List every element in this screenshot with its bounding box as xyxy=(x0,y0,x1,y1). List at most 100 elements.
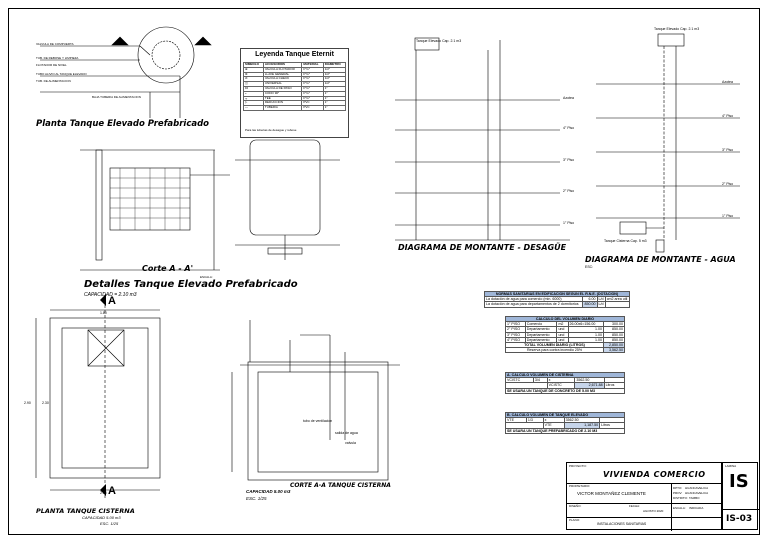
details-capacity: CAPACIDAD = 2.10 m3 xyxy=(84,292,137,298)
sheet-code: IS xyxy=(729,471,749,492)
drain-floor-label: 3° Piso xyxy=(563,158,575,162)
cistern-dim: 2.10 xyxy=(100,491,107,495)
volume-reserve: 3,562.50 xyxy=(603,347,625,354)
drain-floor-label: 1° Piso xyxy=(563,221,575,225)
tb-label: PROV: xyxy=(673,491,683,495)
section-tank-elevation xyxy=(235,139,340,260)
cistern-calc-header: A. CALCULO VOLUMEN DE CISTERNA xyxy=(505,371,625,379)
drawing-sheet xyxy=(8,8,760,535)
cistern-section-label: valvula xyxy=(345,441,356,445)
cistern-section-label: tubo de ventilacion xyxy=(303,419,333,423)
plan-note: BAJA TUBERIA DE ALIMENTACION xyxy=(92,95,141,99)
cistern-conclusion: SE USARA UN TANQUE DE CONCRETO DE 5.00 M… xyxy=(505,387,625,394)
plan-note: TUB. DE REBOSE Y LIMPIEZA xyxy=(36,56,79,60)
title-block: PROYECTO: VIVIENDA COMERCIO PROPIETARIO:… xyxy=(566,462,723,531)
water-riser-drawing xyxy=(596,33,740,253)
norms-header: NORMAS SANITARIAS EN EDIFICACION SEGUN E… xyxy=(484,290,630,298)
tb-label: ESCALA: xyxy=(673,506,686,510)
drain-floor-label: 4° Piso xyxy=(563,126,575,130)
tb-dist: TAMBO xyxy=(689,496,700,500)
plan-tank-title: Planta Tanque Elevado Prefabricado xyxy=(36,119,210,129)
tb-label: PLANO: xyxy=(569,518,581,522)
volume-total-label: TOTAL VOLUMEN DIARIO (LITROS) xyxy=(504,341,605,349)
elevated-calc-header: B. CALCULO VOLUMEN DE TANQUE ELEVADO xyxy=(505,411,625,419)
legend-title: Leyenda Tanque Eternit xyxy=(255,51,334,58)
water-floor-label: 4° Piso xyxy=(722,114,734,118)
water-floor-label: 3° Piso xyxy=(722,148,734,152)
elevated-calc-table: B. CALCULO VOLUMEN DE TANQUE ELEVADO VTE… xyxy=(505,411,625,434)
tb-label: PROYECTO: xyxy=(569,464,587,468)
daily-volume-header: CALCULO DEL VOLUMEN DIARIO xyxy=(505,315,625,323)
water-floor-label: 1° Piso xyxy=(722,214,734,218)
tb-date: AGOSTO 2020 xyxy=(643,509,664,513)
norms-cell: 850.00 xyxy=(582,301,598,308)
volume-cell: und xyxy=(556,326,569,333)
tb-dpto: HUANCAVELICA xyxy=(685,486,709,490)
legend-cell: 1" xyxy=(322,105,347,111)
tb-owner: VICTOR MONTAÑEZ CLEMENTE xyxy=(577,491,646,496)
volume-cell: 850.00 xyxy=(603,331,625,338)
cistern-dim: 1.80 xyxy=(100,311,107,315)
cistern-plan-title: PLANTA TANQUE CISTERNA xyxy=(36,507,135,515)
drain-floor-label: Azotea xyxy=(563,96,574,100)
legend-cell: TUBERIA xyxy=(262,105,303,111)
section-aa-drawing xyxy=(80,149,230,271)
water-tank-label: Tanque Elevado Cap. 2.1 m3 xyxy=(654,27,700,31)
volume-cell: und xyxy=(556,336,569,344)
drain-tank-label: Tanque Elevado Cap. 2.1 m3 xyxy=(416,39,462,43)
section-markers xyxy=(100,294,106,496)
section-aa-title: Corte A - A' xyxy=(142,264,194,273)
norms-cell: La dotación de agua para departamentos d… xyxy=(483,301,584,308)
calc-cell: Litros xyxy=(603,382,626,389)
cistern-section-capacity: CAPACIDAD 5.00 m3 xyxy=(246,489,291,494)
water-cistern-label: Tanque Cisterna Cap. 5 m3 xyxy=(604,239,647,243)
cistern-section-title: CORTE A-A TANQUE CISTERNA xyxy=(290,482,391,489)
section-grid-fill xyxy=(110,168,190,230)
plan-tank-drawing xyxy=(40,26,212,118)
norms-table: NORMAS SANITARIAS EN EDIFICACION SEGUN E… xyxy=(483,290,631,308)
volume-cell: 300.00 xyxy=(603,321,625,328)
section-aa-scale: ESCALA: xyxy=(200,275,213,279)
water-riser-title: DIAGRAMA DE MONTANTE - AGUA xyxy=(585,255,736,264)
cistern-section-scale: ESC. 1/25 xyxy=(246,496,267,501)
details-title: Detalles Tanque Elevado Prefabricado xyxy=(84,279,298,290)
norms-cell: L/d xyxy=(596,296,606,303)
tb-label: LAMINA xyxy=(725,464,737,468)
tb-label: PROPIETARIO: xyxy=(569,484,591,488)
tb-label: DISTRITO: xyxy=(673,496,688,500)
plan-note: TUBO ALIVIO AL TANQUE ELEVADO xyxy=(36,72,87,76)
legend-note: Para las tuberias de desague y rebose xyxy=(245,128,297,132)
elevated-conclusion: SE USARA UN TANQUE PREFABRICADO DE 2.10 … xyxy=(505,427,625,434)
volume-cell: und xyxy=(556,331,569,338)
legend-table: SIMBOLO ACCESORIOS MATERIAL DIAMETRO ⊕VA… xyxy=(243,62,347,111)
tb-prov: HUANCAVELICA xyxy=(685,491,709,495)
volume-cell: 850.00 xyxy=(603,336,625,344)
calc-cell: VCISTC xyxy=(505,377,534,384)
sheet-number: IS-03 xyxy=(726,514,753,524)
norms-cell: L/d xyxy=(596,301,606,308)
cistern-section-drawing xyxy=(231,320,400,481)
cistern-plan-capacity: CAPACIDAD 5.00 m3 xyxy=(82,515,121,520)
water-riser-scale: ESC: xyxy=(585,265,594,269)
legend-box: Leyenda Tanque Eternit SIMBOLO ACCESORIO… xyxy=(240,48,349,138)
cistern-dim: 2.90 xyxy=(24,401,31,405)
water-floor-label: Azotea xyxy=(722,80,733,84)
tb-label: FECHA: xyxy=(629,504,641,508)
plan-note: VALVULA DE COMPUERTA xyxy=(36,42,74,46)
drain-riser-drawing xyxy=(395,37,570,241)
volume-cell: m2 xyxy=(556,321,569,328)
norms-cell xyxy=(604,301,631,308)
volume-total: 2,850.00 xyxy=(603,341,625,349)
cistern-dim: 2.30 xyxy=(42,401,49,405)
cistern-plan-drawing xyxy=(35,300,161,500)
section-marker-top: A xyxy=(108,295,116,307)
sheet-code-box: LAMINA IS IS-03 xyxy=(722,462,759,530)
legend-symbol-icon: — xyxy=(243,105,264,111)
tb-project: VIVIENDA COMERCIO xyxy=(603,470,706,479)
legend-cell: PVC xyxy=(301,105,324,111)
drain-floor-label: 2° Piso xyxy=(563,189,575,193)
cistern-section-label: salida de agua xyxy=(335,431,358,435)
tb-plan: INSTALACIONES SANITARIAS xyxy=(597,522,647,526)
